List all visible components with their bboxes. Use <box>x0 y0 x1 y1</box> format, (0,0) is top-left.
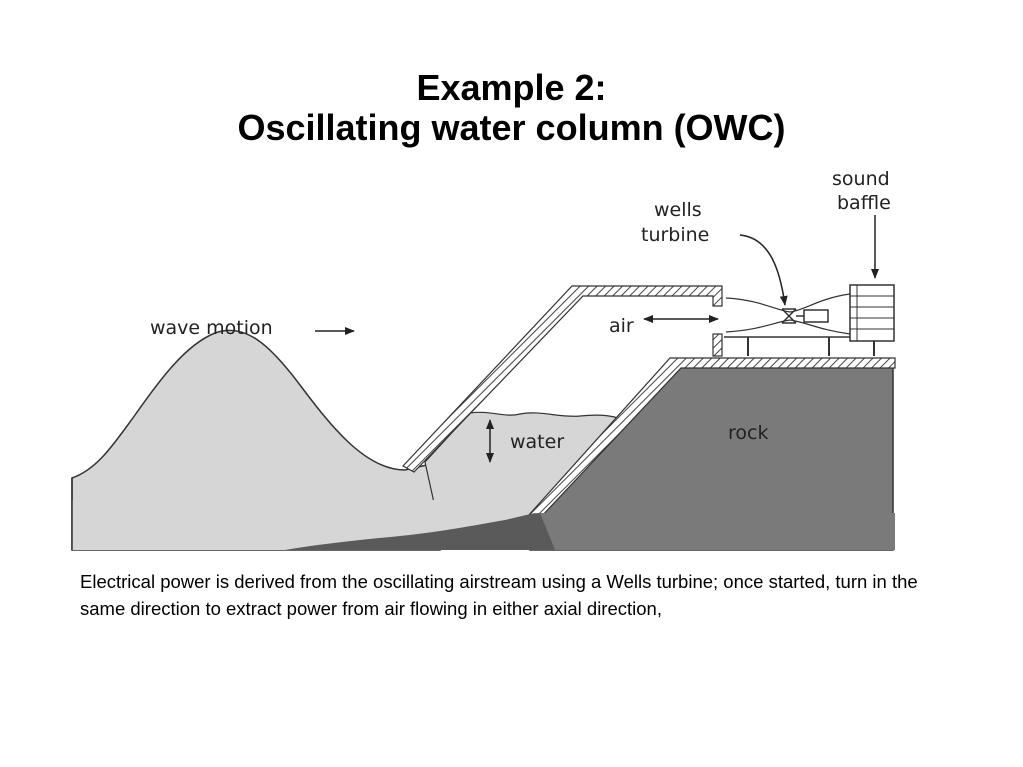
duct-top <box>725 293 851 313</box>
chamber-wall <box>402 285 723 473</box>
label-water: water <box>510 431 564 453</box>
seabed-rock-base <box>535 513 895 550</box>
title-line-1: Example 2: <box>416 67 607 108</box>
sound-baffle <box>849 284 895 342</box>
label-rock: rock <box>728 422 768 444</box>
wells-turbine-rotor <box>781 308 797 324</box>
generator <box>803 309 829 323</box>
turbine-pointer-arrow <box>739 234 788 306</box>
caption-text: Electrical power is derived from the osc… <box>80 571 918 619</box>
lower-wall <box>712 333 723 357</box>
label-wells: wells <box>654 199 702 221</box>
label-turbine: turbine <box>641 224 709 246</box>
slide-title: Example 2: Oscillating water column (OWC… <box>0 68 1023 148</box>
label-wave-motion: wave motion <box>150 317 273 339</box>
seabed-edge <box>520 513 555 550</box>
duct-bottom <box>725 319 851 335</box>
title-line-2: Oscillating water column (OWC) <box>237 107 786 148</box>
label-sound: sound <box>832 168 890 190</box>
label-air: air <box>609 315 634 337</box>
seabed <box>285 513 560 550</box>
sea-water <box>71 329 441 551</box>
label-baffle: baffle <box>837 192 891 214</box>
